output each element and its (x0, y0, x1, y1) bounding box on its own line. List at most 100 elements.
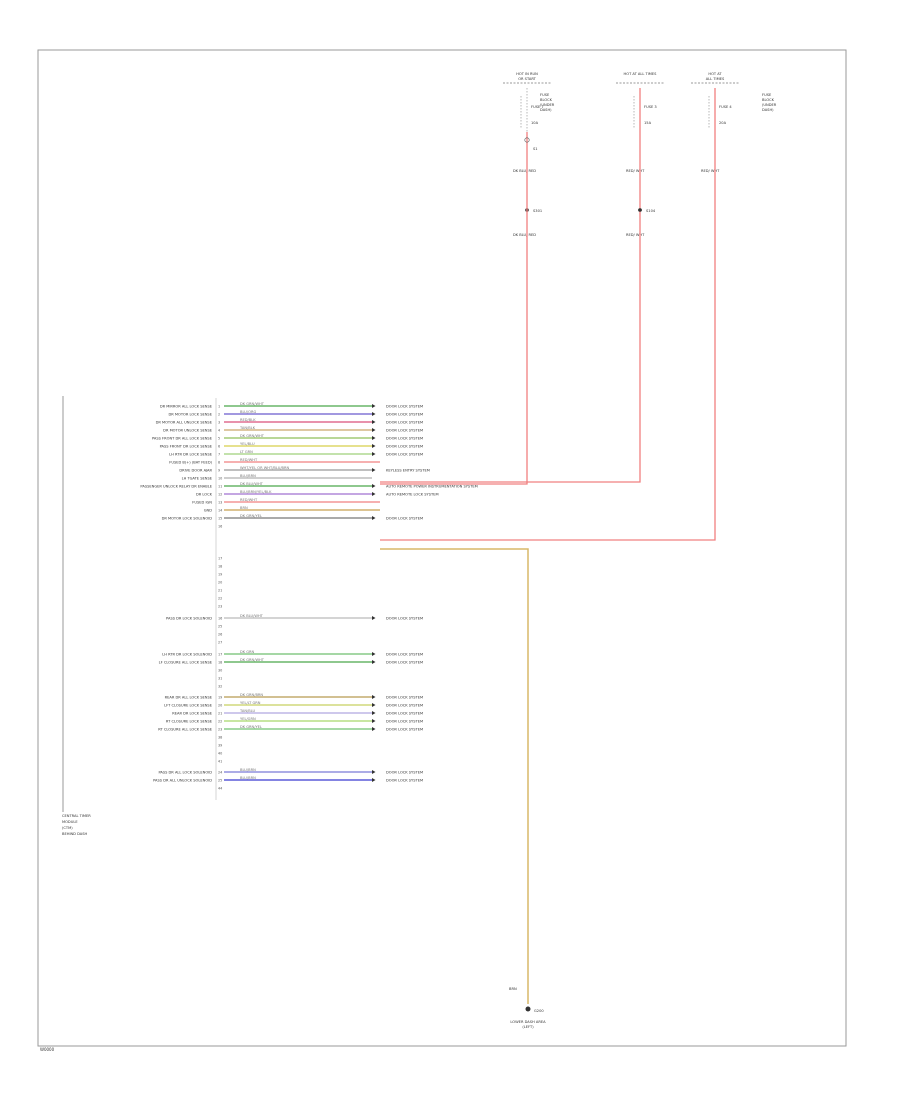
arrow-icon (372, 468, 376, 472)
pin-number: 16 (218, 616, 222, 620)
splice-icon (638, 208, 642, 212)
pin-number: 21 (218, 588, 222, 592)
pin-function-label: FUSED B(+) (BAT FEED) (169, 460, 212, 464)
ground-icon (525, 1006, 531, 1012)
destination-label: DOOR LOCK SYSTEM (386, 420, 423, 424)
pin-number: 10 (218, 476, 222, 480)
wire-color-code: YEL/LT GRN (240, 701, 261, 705)
source-header: HOT AT (708, 72, 722, 76)
connector-row: LH TGATE SENSE 10 BLU/BRN (182, 474, 372, 480)
wire-color-code: DK GRN/YEL (240, 725, 262, 729)
module-name: CENTRAL TIMER (62, 814, 91, 818)
pin-function-label: LH TGATE SENSE (182, 476, 213, 480)
feed-wires (380, 88, 716, 541)
pin-number: 25 (218, 624, 222, 628)
wire-color-code: BLU/BRN (240, 776, 256, 780)
module-name: MODULE (62, 820, 78, 824)
pin-number: 23 (218, 727, 222, 731)
fuse-block-label: FUSE (762, 93, 772, 97)
pin-function-label: PASS DR ALL LOCK SOLENOID (158, 770, 212, 774)
destination-label: DOOR LOCK SYSTEM (386, 444, 423, 448)
arrow-icon (372, 616, 376, 620)
source-header: HOT IN RUN (516, 72, 538, 76)
pin-number: 23 (218, 604, 222, 608)
arrow-icon (372, 428, 376, 432)
pin-function-label: DRIVE DOOR AJAR (179, 468, 212, 472)
pin-number: 20 (218, 580, 222, 584)
wire-color-code: BRN (240, 506, 248, 510)
module-name: (CTM) (62, 826, 73, 830)
diagram-frame (37, 49, 847, 1047)
pin-number: 12 (218, 492, 222, 496)
destination-label: DOOR LOCK SYSTEM (386, 703, 423, 707)
arrow-icon (372, 492, 376, 496)
pin-number: 7 (218, 452, 220, 456)
wire-color-code: DK BLU/ RED (513, 169, 536, 173)
pin-number: 18 (218, 564, 222, 568)
wire-color-code: RED/ WHT (626, 233, 645, 237)
pin-number: 21 (218, 711, 222, 715)
wire-color-code: BLU/BRN (240, 474, 256, 478)
fuse-block-label: BLOCK (540, 98, 553, 102)
arrow-icon (372, 412, 376, 416)
destination-label: KEYLESS ENTRY SYSTEM (386, 468, 430, 472)
connector-row: FUSED IGN 13 RED/WHT (192, 498, 380, 504)
pin-function-label: PASS DR ALL UNLOCK SOLENOID (153, 778, 212, 782)
wire-color-code: BLU/ORG (240, 410, 256, 414)
feed-wire (380, 88, 641, 483)
pin-number: 39 (218, 743, 222, 747)
wire-color-code: BLU/BRN (240, 768, 256, 772)
destination-label: DOOR LOCK SYSTEM (386, 412, 423, 416)
pin-function-label: DR LOCK (196, 492, 213, 496)
arrow-icon (372, 703, 376, 707)
pin-number: 16 (218, 524, 222, 528)
wire-color-code: RED/WHT (240, 498, 258, 502)
connector-row: PASS DR ALL LOCK SOLENOID 24 BLU/BRN DOOR L… (158, 768, 423, 775)
pin-number: 22 (218, 719, 222, 723)
arrow-icon (372, 719, 376, 723)
pin-number: 14 (218, 508, 222, 512)
arrow-icon (372, 452, 376, 456)
wire-color-code: DK GRN/WHT (240, 402, 265, 406)
arrow-icon (372, 660, 376, 664)
pin-number: 13 (218, 500, 222, 504)
pin-function-label: DR MOTOR ALL UNLOCK SENSE (156, 420, 213, 424)
pin-number: 8 (218, 460, 220, 464)
pin-number: 17 (218, 652, 222, 656)
fuse-block-label: DASH) (762, 108, 774, 112)
ground-location-label: LOWER DASH AREA (510, 1020, 546, 1024)
fuse-name: FUSE 4 (719, 105, 732, 109)
pin-function-label: PASS DR LOCK SOLENOID (166, 616, 212, 620)
pin-number: 6 (218, 444, 220, 448)
fuse-block-label: DASH) (540, 108, 552, 112)
splice-label: S301 (533, 209, 542, 213)
wire-color-code: RED/ WHT (626, 169, 645, 173)
destination-label: DOOR LOCK SYSTEM (386, 770, 423, 774)
fuse-amperage: 10A (531, 121, 539, 125)
pin-number: 32 (218, 684, 222, 688)
wire-color-code: YEL/BLU (240, 442, 255, 446)
feed-wire (380, 88, 716, 541)
pin-number: 24 (218, 770, 222, 774)
arrow-icon (372, 652, 376, 656)
destination-label: DOOR LOCK SYSTEM (386, 660, 423, 664)
pin-function-label: FUSED IGN (192, 500, 212, 504)
pin-number: 19 (218, 695, 222, 699)
destination-label: DOOR LOCK SYSTEM (386, 436, 423, 440)
